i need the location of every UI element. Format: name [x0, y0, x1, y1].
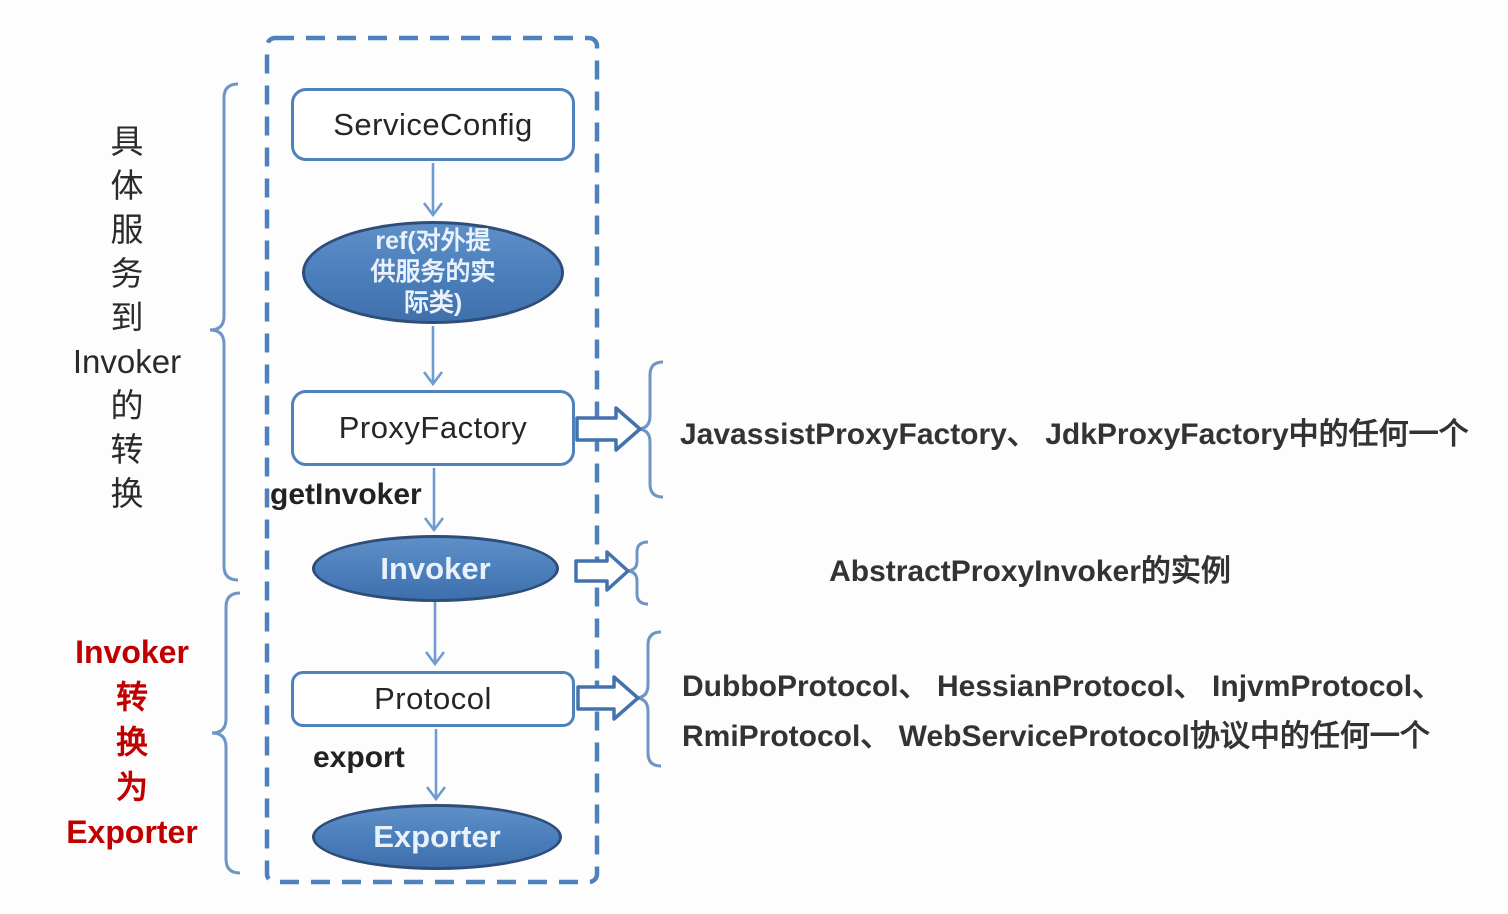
- annotation-proxyfactory-impls: JavassistProxyFactory、 JdkProxyFactory中的…: [680, 418, 1469, 451]
- block-arrow-proxyfactory: [575, 406, 642, 452]
- brace-invoker-impl: [625, 540, 649, 606]
- node-proxyfactory-label: ProxyFactory: [338, 410, 528, 445]
- node-protocol-label: Protocol: [374, 681, 492, 716]
- node-ref-label: ref(对外提 供服务的实 际类): [370, 227, 496, 317]
- node-invoker-label: Invoker: [380, 550, 491, 586]
- node-exporter: Exporter: [312, 804, 562, 870]
- brace-left-to-invoker: [209, 82, 239, 582]
- block-arrow-invoker: [574, 550, 630, 592]
- brace-left-to-exporter: [211, 591, 241, 875]
- node-invoker: Invoker: [312, 535, 559, 602]
- node-ref: ref(对外提 供服务的实 际类): [302, 221, 564, 324]
- export-label: export: [313, 741, 405, 774]
- annotation-invoker-impl: AbstractProxyInvoker的实例: [829, 555, 1231, 588]
- annotation-service-to-invoker: 具 体 服 务 到 Invoker 的 转 换: [72, 123, 182, 512]
- node-exporter-label: Exporter: [373, 819, 501, 854]
- get-invoker-label: getInvoker: [270, 478, 422, 511]
- arrowhead-serviceconfig-to-ref: [422, 202, 444, 218]
- arrowhead-protocol-to-exporter: [425, 786, 447, 802]
- block-arrow-protocol: [576, 675, 640, 721]
- annotation-invoker-to-exporter: Invoker 转 换 为 Exporter: [66, 634, 198, 850]
- arrowhead-ref-to-proxyfactory: [422, 371, 444, 387]
- node-serviceconfig-label: ServiceConfig: [333, 106, 533, 142]
- node-serviceconfig: ServiceConfig: [291, 88, 575, 161]
- node-proxyfactory: ProxyFactory: [291, 390, 575, 466]
- node-protocol: Protocol: [291, 671, 575, 727]
- arrowhead-invoker-to-protocol: [424, 651, 446, 667]
- annotation-protocol-impls: DubboProtocol、 HessianProtocol、 InjvmPro…: [682, 670, 1443, 753]
- dashed-boundary: [264, 35, 600, 885]
- arrowhead-proxyfactory-to-invoker: [423, 517, 445, 533]
